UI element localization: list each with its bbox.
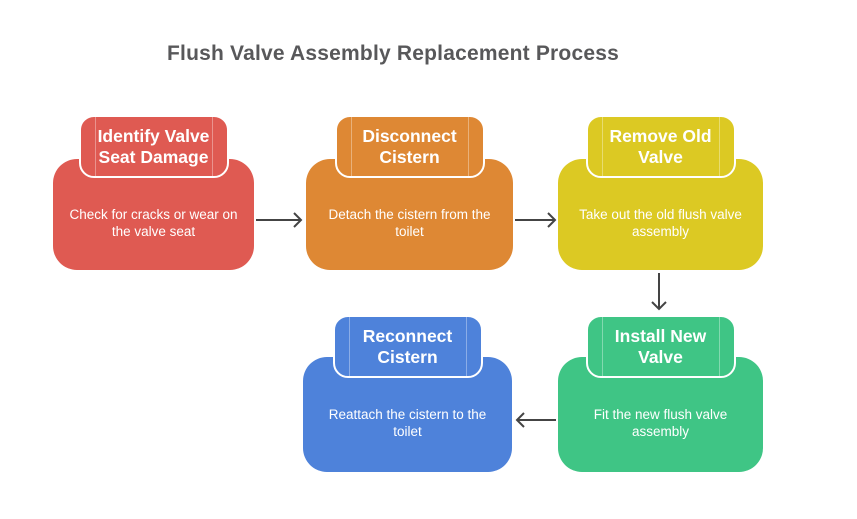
step-disconnect-cistern: Detach the cistern from the toilet Disco… [306,115,513,270]
step-title: Identify Valve Seat Damage [97,125,210,167]
step-title: Install New Valve [614,325,707,367]
step-header: Disconnect Cistern [334,115,485,178]
step-body: Detach the cistern from the toilet [306,159,513,270]
step-header: Install New Valve [585,315,736,378]
step-description: Take out the old flush valve assembly [579,206,742,239]
flow-arrow-1-2-icon [256,212,303,228]
step-title: Remove Old Valve [609,125,712,167]
diagram-title: Flush Valve Assembly Replacement Process [167,42,619,65]
flow-arrow-4-5-icon [515,412,556,428]
step-title: Disconnect Cistern [362,125,457,167]
step-identify-valve-seat-damage: Check for cracks or wear on the valve se… [53,115,254,270]
step-description: Detach the cistern from the toilet [328,206,491,239]
step-description: Check for cracks or wear on the valve se… [69,206,238,239]
step-description: Fit the new flush valve assembly [593,406,728,439]
step-install-new-valve: Fit the new flush valve assembly Install… [558,315,763,472]
step-header: Remove Old Valve [585,115,736,178]
step-remove-old-valve: Take out the old flush valve assembly Re… [558,115,763,270]
flow-arrow-2-3-icon [515,212,557,228]
flow-arrow-3-4-icon [651,273,667,311]
step-reconnect-cistern: Reattach the cistern to the toilet Recon… [303,315,512,472]
step-title: Reconnect Cistern [362,325,453,367]
step-header: Identify Valve Seat Damage [78,115,229,178]
step-description: Reattach the cistern to the toilet [328,406,487,439]
step-header: Reconnect Cistern [332,315,483,378]
